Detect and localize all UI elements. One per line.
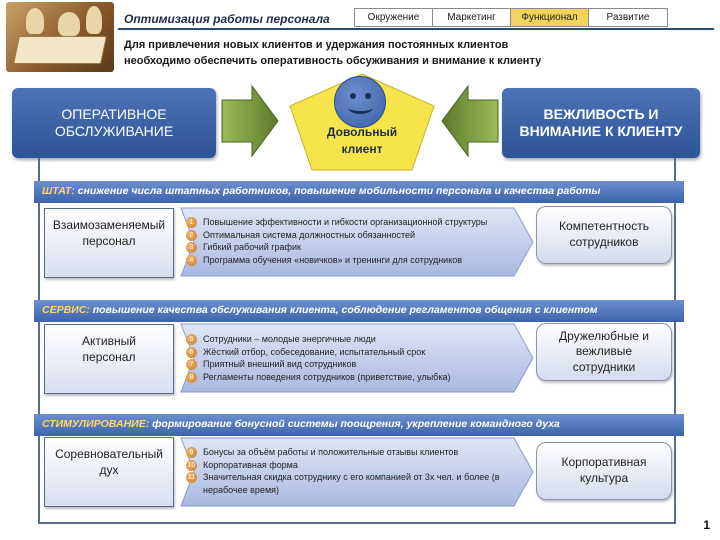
item-text: Регламенты поведения сотрудников (привет… [203, 371, 526, 384]
item-number-badge: 6 [186, 347, 197, 358]
tab-environment[interactable]: Окружение [355, 9, 433, 26]
result-line-1: Дружелюбные и [559, 329, 649, 345]
section-result-card: Дружелюбные и вежливые сотрудники [536, 323, 672, 381]
item-text: Повышение эффективности и гибкости орган… [203, 216, 526, 229]
result-line-2: культура [562, 471, 647, 487]
item-number-badge: 2 [186, 230, 197, 241]
item-text: Сотрудники – молодые энергичные люди [203, 333, 526, 346]
section-result-card: Корпоративная культура [536, 442, 672, 500]
list-item: 4 Программа обучения «новичков» и тренинг… [186, 254, 526, 267]
item-number-badge: 3 [186, 242, 197, 253]
left-pointing-arrow-icon [440, 84, 500, 158]
result-line-1: Корпоративная [562, 455, 647, 471]
list-item: 11 Значительная скидка сотруднику с его к… [186, 471, 526, 496]
politeness-line-1: ВЕЖЛИВОСТЬ И [519, 106, 682, 124]
subtitle-line-1: Для привлечения новых клиентов и удержан… [124, 38, 714, 54]
item-number-badge: 8 [186, 372, 197, 383]
result-line-2: сотрудников [559, 235, 649, 251]
band-text: формирование бонусной системы поощрения,… [149, 418, 560, 430]
list-item: 10 Корпоративная форма [186, 459, 526, 472]
band-text: повышение качества обслуживания клиента,… [90, 304, 598, 316]
list-item: 5 Сотрудники – молодые энергичные люди [186, 333, 526, 346]
item-number-badge: 10 [186, 460, 197, 471]
list-item: 1 Повышение эффективности и гибкости орга… [186, 216, 526, 229]
operative-service-line-2: ОБСЛУЖИВАНИЕ [55, 123, 173, 141]
item-number-badge: 1 [186, 217, 197, 228]
operative-service-box: ОПЕРАТИВНОЕ ОБСЛУЖИВАНИЕ [12, 88, 216, 158]
section-result-card: Компетентность сотрудников [536, 206, 672, 264]
item-number-badge: 9 [186, 447, 197, 458]
list-item: 7 Приятный внешний вид сотрудников [186, 358, 526, 371]
item-text: Оптимальная система должностных обязанно… [203, 229, 526, 242]
section-items-list: 9 Бонусы за объём работы и положительные … [186, 446, 526, 496]
item-number-badge: 11 [186, 472, 197, 483]
left-card-line-2: дух [45, 462, 173, 478]
left-card-line-1: Взаимозаменяемый [45, 217, 173, 233]
band-text: снижение числа штатных работников, повыш… [75, 185, 601, 197]
item-number-badge: 7 [186, 359, 197, 370]
left-card-line-1: Соревновательный [45, 446, 173, 462]
section-band-staff: ШТАТ: снижение числа штатных работников,… [34, 181, 684, 203]
section-band-service: СЕРВИС: повышение качества обслуживания … [34, 300, 684, 322]
item-text: Гибкий рабочий график [203, 241, 526, 254]
subtitle: Для привлечения новых клиентов и удержан… [124, 38, 714, 70]
band-keyword: СЕРВИС: [42, 304, 90, 316]
item-number-badge: 5 [186, 334, 197, 345]
satisfied-client-line-1: Довольный [300, 124, 424, 141]
header-divider [118, 28, 714, 30]
section-left-card: Соревновательный дух [44, 437, 174, 507]
tab-marketing[interactable]: Маркетинг [433, 9, 511, 26]
section-left-card: Активный персонал [44, 324, 174, 394]
list-item: 2 Оптимальная система должностных обязанн… [186, 229, 526, 242]
result-line-2: вежливые [559, 344, 649, 360]
right-pointing-arrow-icon [220, 84, 280, 158]
left-card-line-2: персонал [45, 349, 173, 365]
left-card-line-2: персонал [45, 233, 173, 249]
satisfied-client-line-2: клиент [300, 141, 424, 158]
left-card-line-1: Активный [45, 333, 173, 349]
section-items-list: 1 Повышение эффективности и гибкости орга… [186, 216, 526, 266]
operative-service-line-1: ОПЕРАТИВНОЕ [55, 106, 173, 124]
politeness-attention-box: ВЕЖЛИВОСТЬ И ВНИМАНИЕ К КЛИЕНТУ [502, 88, 700, 158]
logo-image [6, 2, 114, 72]
satisfied-client-label: Довольный клиент [300, 124, 424, 158]
section-band-motivation: СТИМУЛИРОВАНИЕ: формирование бонусной си… [34, 414, 684, 436]
item-text: Значительная скидка сотруднику с его ком… [203, 471, 526, 496]
band-keyword: ШТАТ: [42, 185, 75, 197]
tab-functional[interactable]: Функционал [511, 9, 589, 26]
list-item: 3 Гибкий рабочий график [186, 241, 526, 254]
item-text: Программа обучения «новичков» и тренинги… [203, 254, 526, 267]
page-number: 1 [703, 518, 710, 532]
section-left-card: Взаимозаменяемый персонал [44, 208, 174, 278]
item-text: Жёсткий отбор, собеседование, испытатель… [203, 346, 526, 359]
list-item: 9 Бонусы за объём работы и положительные … [186, 446, 526, 459]
band-keyword: СТИМУЛИРОВАНИЕ: [42, 418, 149, 430]
list-item: 6 Жёсткий отбор, собеседование, испытател… [186, 346, 526, 359]
tab-bar: Окружение Маркетинг Функционал Развитие [354, 8, 668, 27]
result-line-3: сотрудники [559, 360, 649, 376]
page-title: Оптимизация работы персонала [124, 12, 330, 26]
item-text: Корпоративная форма [203, 459, 526, 472]
smiley-face-icon [334, 76, 386, 128]
politeness-line-2: ВНИМАНИЕ К КЛИЕНТУ [519, 123, 682, 141]
result-line-1: Компетентность [559, 219, 649, 235]
tab-development[interactable]: Развитие [589, 9, 667, 26]
item-text: Приятный внешний вид сотрудников [203, 358, 526, 371]
item-text: Бонусы за объём работы и положительные о… [203, 446, 526, 459]
list-item: 8 Регламенты поведения сотрудников (приве… [186, 371, 526, 384]
item-number-badge: 4 [186, 255, 197, 266]
subtitle-line-2: необходимо обеспечить оперативность обсу… [124, 54, 714, 70]
